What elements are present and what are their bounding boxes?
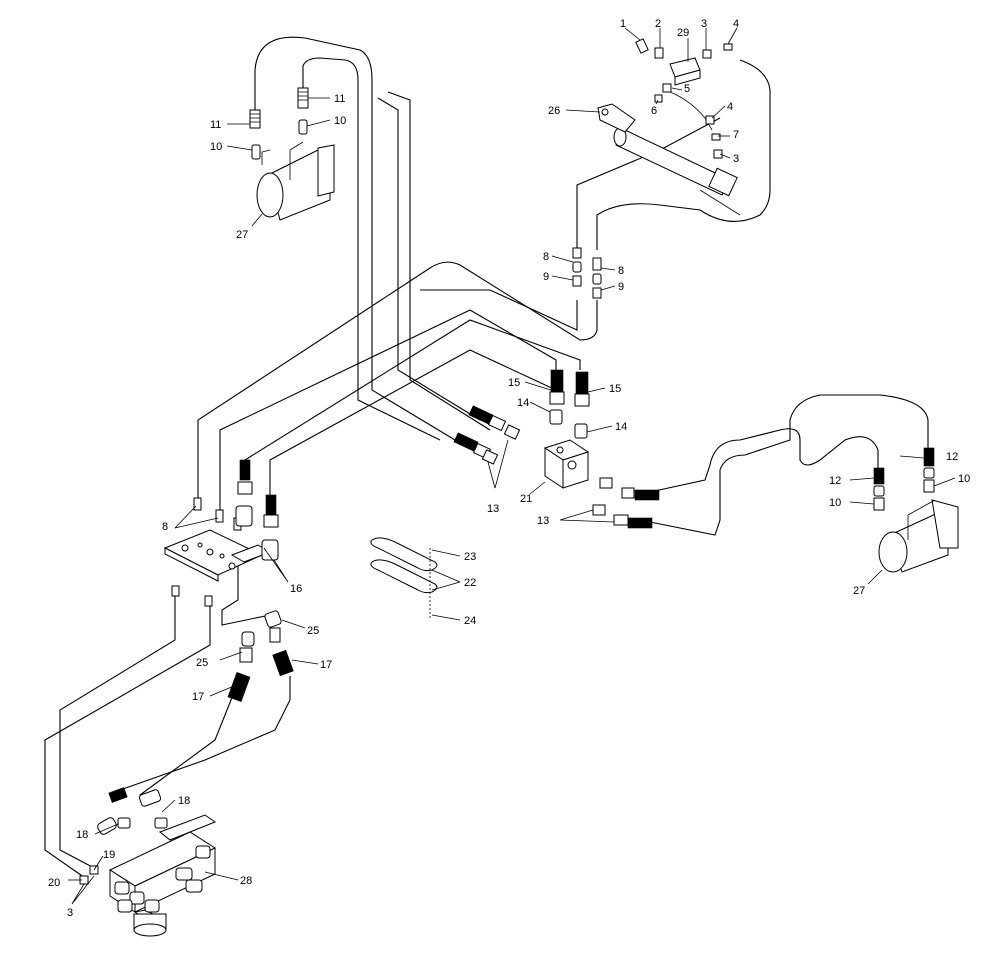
callout-label: 8	[543, 251, 549, 263]
callout-label: 11	[210, 119, 221, 131]
straps-22	[370, 537, 438, 618]
block-29	[635, 38, 733, 159]
callout-label: 3	[701, 18, 707, 30]
callout-label: 14	[517, 397, 529, 409]
callout-label: 9	[543, 271, 549, 283]
callout-label: 24	[464, 615, 476, 627]
fittings-12-10-right	[873, 447, 935, 511]
callout-label: 11	[334, 93, 345, 105]
cylinder-27-right	[878, 499, 959, 573]
callout-label: 17	[192, 691, 204, 703]
fittings-11-10-left	[249, 87, 309, 160]
callout-label: 19	[103, 849, 115, 861]
callout-label: 21	[520, 493, 532, 505]
fittings-13-14-15	[453, 369, 660, 529]
callout-label: 13	[487, 503, 499, 515]
hose-lines	[44, 36, 929, 881]
callout-label: 28	[240, 875, 252, 887]
callout-label: 2	[655, 18, 661, 30]
callout-label: 3	[733, 153, 739, 165]
callout-label: 15	[508, 377, 520, 389]
callout-label: 3	[67, 907, 73, 919]
callout-label: 16	[290, 583, 302, 595]
fittings-8-9-top	[572, 247, 602, 299]
callout-label: 8	[618, 265, 624, 277]
mounting-plate	[163, 529, 272, 582]
leader-lines	[68, 27, 956, 905]
valve-21	[543, 439, 590, 489]
callout-label: 10	[958, 473, 970, 485]
callout-label: 29	[677, 27, 689, 39]
callout-label: 10	[210, 141, 222, 153]
callout-label: 10	[829, 497, 841, 509]
cylinder-26	[597, 103, 741, 216]
callout-label: 5	[684, 83, 690, 95]
callout-labels: 1 2 29 3 4 5 6 26 4 7 3 11 11 10 10 27 8…	[48, 18, 970, 919]
callout-label: 17	[320, 659, 332, 671]
callout-label: 4	[727, 101, 733, 113]
callout-label: 12	[829, 475, 841, 487]
callout-label: 13	[537, 515, 549, 527]
callout-label: 18	[178, 795, 190, 807]
callout-label: 20	[48, 877, 60, 889]
callout-label: 14	[615, 421, 627, 433]
callout-label: 1	[620, 18, 626, 30]
manifold-28	[79, 787, 217, 937]
fittings-8-16	[171, 459, 279, 607]
callout-label: 7	[733, 129, 739, 141]
callout-label: 12	[946, 451, 958, 463]
callout-label: 4	[733, 18, 739, 30]
callout-label: 6	[651, 105, 657, 117]
callout-label: 22	[464, 577, 476, 589]
callout-label: 9	[618, 281, 624, 293]
callout-label: 8	[162, 521, 168, 533]
callout-label: 15	[609, 383, 621, 395]
callout-label: 10	[334, 115, 346, 127]
callout-label: 27	[236, 229, 248, 241]
callout-label: 25	[196, 657, 208, 669]
callout-label: 26	[548, 105, 560, 117]
callout-label: 27	[853, 585, 865, 597]
callout-label: 25	[307, 625, 319, 637]
callout-label: 18	[76, 829, 88, 841]
callout-label: 23	[464, 551, 476, 563]
cylinder-27-left	[256, 141, 335, 221]
fittings-25-17	[227, 610, 294, 702]
